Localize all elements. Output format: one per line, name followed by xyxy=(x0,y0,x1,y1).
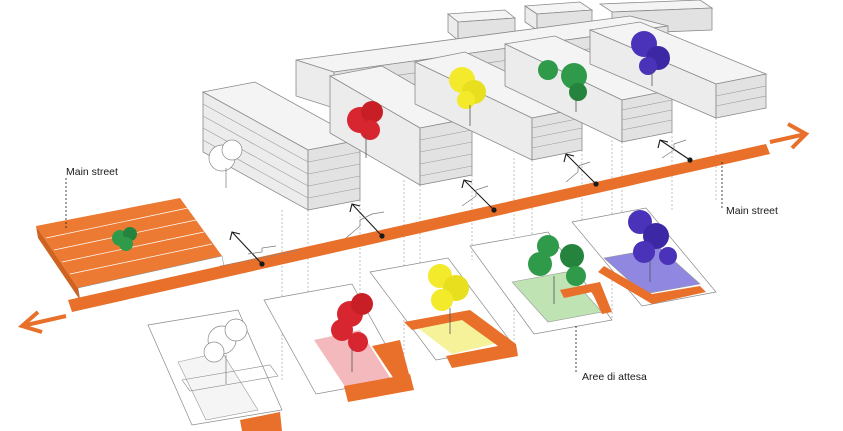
tree-yellow-top xyxy=(449,67,486,126)
courtyard-trees xyxy=(203,210,677,384)
label-waiting-areas: Aree di attesa xyxy=(582,371,647,383)
label-main-street-left: Main street xyxy=(66,166,118,178)
label-main-street-right: Main street xyxy=(726,205,778,217)
right-arrow-icon xyxy=(769,122,810,150)
access-paths xyxy=(229,139,693,267)
tree-red-courtyard xyxy=(331,293,373,372)
building-1 xyxy=(201,81,362,211)
access-path-2 xyxy=(345,203,385,239)
access-path-1 xyxy=(229,231,277,267)
tree-red-top xyxy=(347,101,383,158)
tree-green-plaza xyxy=(112,227,137,251)
courtyard-plots xyxy=(147,207,717,431)
courtyard-green xyxy=(469,231,613,335)
access-path-5 xyxy=(657,139,693,163)
courtyard-white xyxy=(147,309,283,431)
tree-blue-top xyxy=(631,31,670,86)
tree-green-top xyxy=(538,60,587,112)
tree-white-top xyxy=(208,139,243,188)
plaza xyxy=(36,198,225,301)
left-arrow-icon xyxy=(17,310,67,334)
building-4 xyxy=(503,35,674,143)
tree-white-courtyard xyxy=(203,318,248,384)
courtyard-pink xyxy=(263,283,414,402)
building-trees xyxy=(208,31,670,188)
tree-green-courtyard xyxy=(528,235,586,304)
access-path-3 xyxy=(461,179,497,213)
tree-yellow-courtyard xyxy=(428,264,469,334)
access-path-4 xyxy=(563,153,599,187)
tree-blue-courtyard xyxy=(628,210,677,282)
annotations: Main street Main street Aree di attesa xyxy=(65,162,778,383)
